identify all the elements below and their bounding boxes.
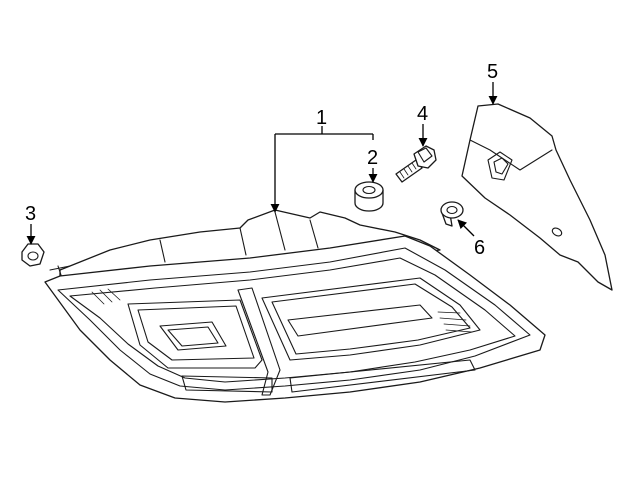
- callout-leaders: [26, 82, 498, 245]
- grommet: [354, 181, 384, 212]
- retainer: [440, 201, 464, 227]
- callout-6-label: 6: [474, 237, 485, 259]
- callout-5-label: 5: [487, 61, 498, 83]
- tail-lamp-assembly: [44, 209, 546, 403]
- bolt: [395, 145, 437, 183]
- callout-3-label: 3: [25, 203, 36, 225]
- nut: [21, 243, 45, 267]
- callout-2-label: 2: [367, 147, 378, 169]
- callout-4-label: 4: [417, 103, 428, 125]
- callout-labels: 1 2 3 4 5 6: [25, 61, 498, 259]
- access-cover: [461, 103, 613, 291]
- callout-1-label: 1: [316, 107, 327, 129]
